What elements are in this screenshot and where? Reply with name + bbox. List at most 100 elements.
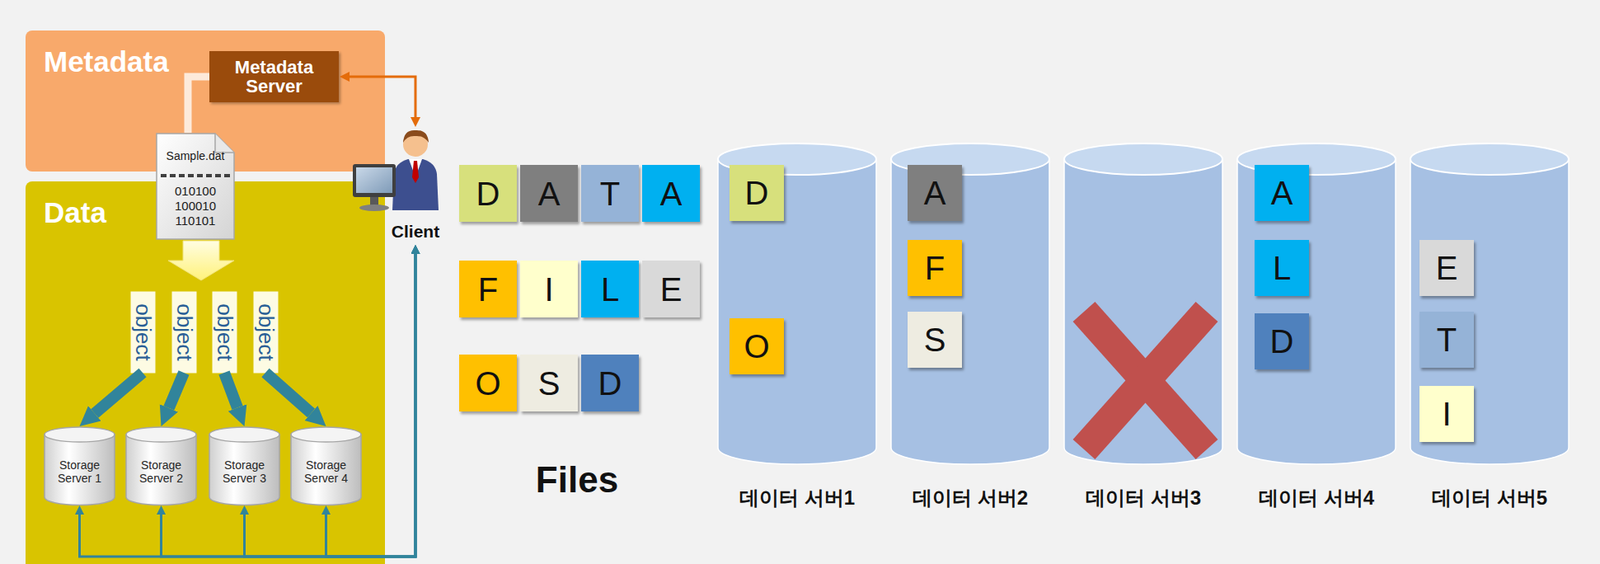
letter: D: [1270, 323, 1295, 360]
cylinder-top: [44, 426, 115, 442]
data-server-cylinder: 데이터 서버3: [1063, 142, 1224, 465]
letter-tile: S: [520, 354, 578, 412]
object-label: object: [253, 290, 278, 373]
node-text: Storage Server 3: [215, 458, 275, 485]
letter-tile: E: [642, 260, 700, 318]
letter-tile: S: [907, 311, 962, 368]
letter: D: [598, 365, 623, 402]
node-text: 데이터 서버5: [1409, 486, 1570, 510]
letter: I: [544, 271, 554, 308]
letter-tile: A: [520, 164, 578, 222]
object-label: object: [171, 290, 197, 373]
cylinder-outline: [1063, 142, 1224, 465]
cylinder-body: [1237, 159, 1396, 465]
letter-tile: O: [459, 354, 517, 412]
letter: A: [924, 174, 947, 212]
letter-tile: D: [1254, 313, 1310, 370]
node-text: object: [130, 303, 155, 361]
node-text: 데이터 서버4: [1236, 486, 1397, 510]
letter: E: [1435, 249, 1459, 287]
node-text: Storage Server 1: [50, 458, 110, 485]
letter-tile: D: [459, 164, 517, 222]
cylinder-body: [717, 159, 877, 465]
cylinder-body: [891, 159, 1050, 465]
client-icon: Client: [372, 127, 459, 245]
node-text: Storage Server 2: [131, 458, 192, 485]
cylinder-body: [1064, 159, 1223, 465]
node-text: 010100 100010 110101: [170, 183, 221, 229]
page: [156, 133, 235, 240]
storage-cylinder: Storage Server 3: [208, 426, 281, 506]
server-box: Metadata Server: [209, 51, 339, 103]
object-label: object: [211, 290, 237, 373]
letter: O: [474, 365, 501, 402]
letter: T: [600, 175, 620, 212]
letter: L: [1272, 249, 1291, 287]
label-box: Files: [494, 458, 660, 502]
node-text: Data: [43, 197, 107, 228]
cylinder-top: [1410, 143, 1569, 175]
letter-tile: F: [459, 260, 517, 318]
caption-label: Files: [494, 458, 660, 502]
data-server-cylinder: DO데이터 서버1: [717, 142, 878, 465]
letter: F: [924, 249, 945, 287]
hair: [403, 130, 429, 143]
letter: I: [1441, 395, 1451, 432]
monitor-frame: [352, 164, 396, 198]
node-text: object: [211, 303, 237, 361]
letter-tile: T: [1419, 311, 1474, 368]
cylinder-body: [209, 434, 280, 506]
letter-tile: L: [581, 260, 639, 318]
object-label: object: [130, 290, 155, 373]
letter-tile: D: [729, 164, 784, 221]
letter-tile: I: [520, 260, 578, 318]
monitor-base: [359, 204, 390, 212]
letter-tile: A: [642, 164, 700, 222]
tie: [412, 160, 419, 183]
letter: S: [924, 321, 947, 358]
letter-tile: L: [1254, 239, 1310, 296]
letter: L: [600, 271, 620, 308]
file-icon: Sample.dat010100 100010 110101: [155, 132, 235, 240]
letter: O: [743, 328, 770, 365]
letter: D: [476, 175, 501, 212]
cylinder-top: [290, 426, 362, 442]
cylinder-body: [290, 434, 362, 506]
letter: A: [538, 175, 561, 212]
storage-cylinder: Storage Server 1: [43, 426, 116, 506]
cylinder-body: [1410, 159, 1569, 465]
letter: T: [1436, 321, 1457, 358]
data-server-cylinder: AFS데이터 서버2: [890, 142, 1051, 465]
node-text: Metadata: [43, 46, 169, 77]
node-text: Client: [391, 221, 440, 242]
monitor-stand: [370, 197, 379, 206]
letter: S: [538, 365, 561, 402]
suit: [392, 159, 439, 211]
node-text: 데이터 서버3: [1063, 486, 1224, 510]
letter: A: [1271, 174, 1294, 212]
node-text: Metadata Server: [225, 57, 324, 96]
letter-tile: E: [1419, 239, 1474, 296]
cylinder-top: [209, 426, 280, 442]
storage-cylinder: Storage Server 2: [125, 426, 198, 506]
cylinder-body: [44, 434, 115, 506]
data-server-cylinder: ALD데이터 서버4: [1236, 142, 1397, 465]
node-text: object: [253, 303, 278, 361]
letter-tile: D: [581, 354, 639, 412]
monitor-screen: [356, 167, 393, 193]
cylinder-top: [126, 426, 197, 442]
node-text: 데이터 서버2: [890, 486, 1051, 510]
node-text: Storage Server 4: [296, 458, 357, 485]
letter-tile: I: [1419, 385, 1474, 442]
letter: F: [478, 271, 498, 308]
letter-tile: O: [729, 318, 784, 375]
letter: D: [745, 174, 770, 212]
letter-tile: T: [581, 164, 639, 222]
letter-tile: A: [1254, 164, 1310, 221]
cylinder-body: [126, 434, 197, 506]
letter-tile: A: [907, 164, 962, 221]
storage-cylinder: Storage Server 4: [290, 426, 362, 506]
data-server-cylinder: ETI데이터 서버5: [1409, 142, 1570, 465]
dashed-divider: [160, 173, 230, 178]
